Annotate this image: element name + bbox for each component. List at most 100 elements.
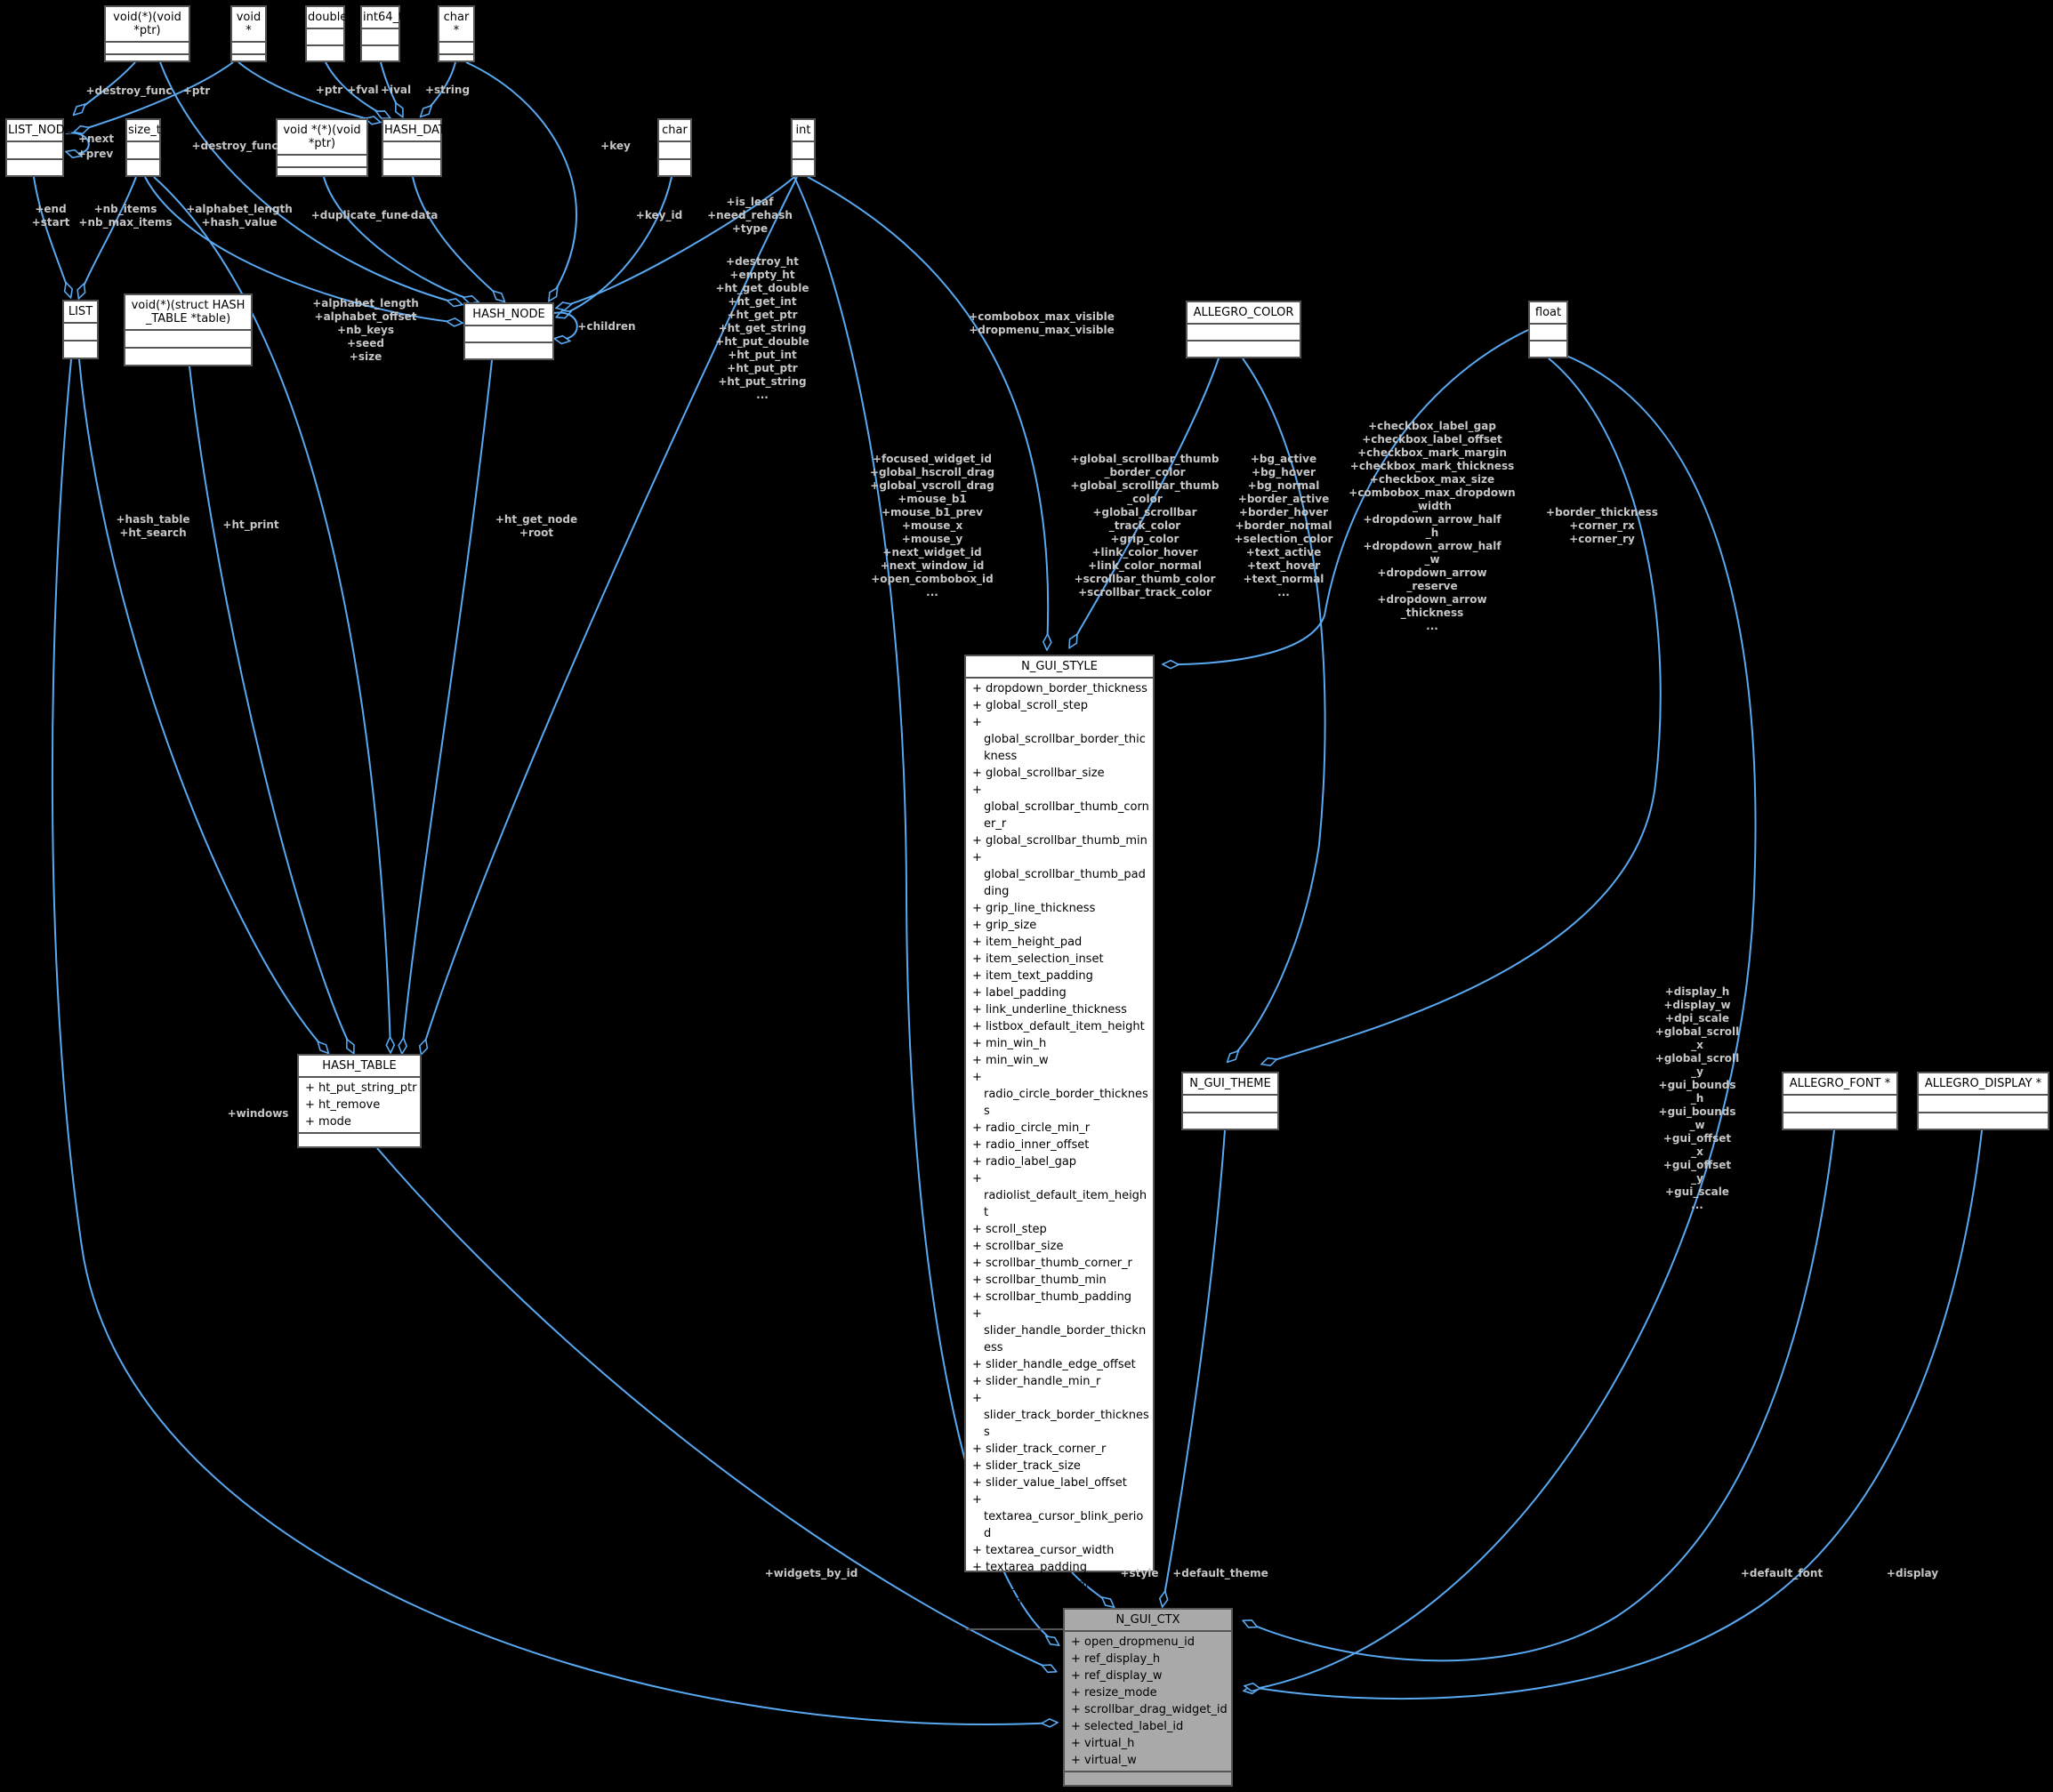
class-box-list-node[interactable]: LIST_NODE [5,118,72,177]
edge-label-display: +display [1886,1567,1939,1579]
class-box-hash-table[interactable]: HASH_TABLE+ ht_put_string_ptr+ ht_remove… [297,1054,422,1148]
empty-compartment [439,43,473,53]
edge-label-end-start: +end +start [31,203,70,229]
class-box-list[interactable]: LIST [62,300,99,359]
edge-label-ptr-2: +ptr [315,84,343,96]
empty-compartment [1783,1096,1896,1112]
class-title-char: char [659,120,690,142]
field-row: + radio_inner_offset [972,1138,1090,1152]
class-box-int64-t[interactable]: int64_t [360,5,403,62]
class-box-void-ptr[interactable]: void * [230,5,267,62]
empty-compartment [362,44,399,61]
empty-compartment [793,157,814,176]
class-title-char-ptr: char * [439,7,473,43]
class-box-allegro-display[interactable]: ALLEGRO_DISPLAY * [1917,1072,2049,1130]
empty-compartment [127,157,159,176]
field-row: + slider_track_border_thickness [972,1392,1149,1439]
empty-compartment [439,53,473,66]
field-row: + title_padding [972,1595,1061,1608]
empty-compartment [362,29,399,44]
class-box-hash-node[interactable]: HASH_NODE [463,302,554,360]
edge-label-fval: +fval [347,84,379,96]
class-box-n-gui-theme[interactable]: N_GUI_THEME [1181,1072,1279,1130]
class-title-double: double [307,7,347,29]
edge-label-duplicate-func: +duplicate_func [310,209,408,221]
class-fields-n-gui-ctx: + open_dropmenu_id+ ref_display_h+ ref_d… [1065,1632,1231,1771]
field-row: + scrollbar_thumb_min [972,1274,1107,1287]
empty-compartment [299,1132,420,1146]
empty-compartment [125,347,251,365]
class-title-hash-node: HASH_NODE [465,304,552,326]
empty-compartment [659,142,690,158]
class-box-allegro-color[interactable]: ALLEGRO_COLOR [1186,301,1301,358]
class-box-allegro-font[interactable]: ALLEGRO_FONT * [1782,1072,1898,1130]
empty-compartment [106,53,189,66]
class-box-size-t[interactable]: size_t [125,118,161,177]
edge-style-ctx: M1205,1768 C1220,1784 1240,1797 1251,180… [1071,1571,1113,1606]
field-row: + slider_track_size [972,1459,1081,1473]
edge-getnode-hashtable: M553,405 C521,700 469,1002 452,1183 [402,359,493,1052]
edge-label-prev: +prev [76,148,114,160]
class-title-hash-table: HASH_TABLE [299,1056,420,1078]
field-row: + global_scrollbar_border_thickness [972,716,1146,763]
field-row: + scrollbar_size [972,1240,1064,1253]
empty-compartment [793,142,814,158]
class-box-char[interactable]: char [657,118,692,177]
empty-compartment [1919,1111,2048,1129]
class-box-fn-ht-print[interactable]: void(*)(struct HASH _TABLE *table) [124,293,253,366]
empty-compartment [1188,340,1300,357]
class-title-list-node: LIST_NODE [7,120,72,142]
edge-label-ptr-1: +ptr [182,84,211,97]
field-row: + min_win_h [972,1037,1047,1050]
edge-label-theme-floats: +border_thickness +corner_rx +corner_ry [1546,506,1658,545]
empty-compartment [278,156,366,166]
class-box-int[interactable]: int [791,118,816,177]
empty-compartment [1183,1111,1277,1129]
class-box-char-ptr[interactable]: char * [438,5,475,62]
class-title-allegro-color: ALLEGRO_COLOR [1188,302,1300,325]
edge-listnode-selfloop: M74,150 C108,145 108,180 76,171 [66,132,90,154]
empty-compartment [278,166,366,179]
edge-ival-hashdata: M428,70 C434,94 444,114 452,130 [380,61,402,116]
field-row: + scrollbar_thumb_corner_r [972,1257,1132,1270]
edge-destroyfunc-hashnode: M180,70 C220,175 340,295 518,342 [159,61,461,304]
empty-compartment [966,1628,1153,1641]
field-row: + label_padding [972,986,1067,1000]
field-row: + title_max_w_reserve [972,1578,1104,1591]
field-row: + slider_handle_border_thickness [972,1307,1147,1354]
edge-label-ht-print: +ht_print [222,518,279,531]
edge-isleaf-hashnode: M893,199 C848,237 702,327 627,346 [558,176,795,308]
edge-label-theme-colors: +bg_active +bg_hover +bg_normal +border_… [1234,453,1333,599]
class-box-fn-duplicate[interactable]: void *(*)(void *ptr) [276,118,368,177]
empty-compartment [64,324,97,340]
field-row: + selected_label_id [1071,1720,1184,1733]
field-row: + radiolist_default_item_height [972,1172,1147,1219]
class-title-fn-destroy: void(*)(void *ptr) [106,7,189,43]
field-row: + ht_put_string_ptr [305,1081,417,1095]
field-row: + scrollbar_drag_widget_id [1071,1703,1228,1716]
edge-label-key: +key [600,140,631,152]
edge-alphabet5-hashtable: M173,199 C335,345 425,705 439,1182 [153,176,390,1051]
class-title-hash-data: HASH_DATA [383,120,453,142]
class-box-float[interactable]: float [1528,301,1568,358]
class-box-double[interactable]: double [305,5,347,62]
edge-combobox-style: M908,199 C1062,282 1192,425 1177,729 [807,176,1048,648]
empty-compartment [64,340,97,358]
field-row: + min_win_w [972,1054,1049,1067]
field-row: + slider_handle_edge_offset [972,1358,1136,1371]
field-row: + textarea_cursor_blink_period [972,1493,1144,1540]
class-box-hash-data[interactable]: HASH_DATA [382,118,453,177]
field-row: + slider_track_corner_r [972,1442,1107,1456]
field-row: + grip_size [972,919,1037,932]
class-box-n-gui-ctx[interactable]: N_GUI_CTX+ open_dropmenu_id+ ref_display… [1063,1608,1233,1787]
class-title-fn-duplicate: void *(*)(void *ptr) [278,120,366,156]
edge-label-widgets-by-id: +widgets_by_id [764,1567,858,1579]
class-box-n-gui-style[interactable]: N_GUI_STYLE+ dropdown_border_thickness+ … [964,655,1155,1630]
edge-label-style-floats: +checkbox_label_gap +checkbox_label_offs… [1349,420,1516,632]
field-row: + scrollbar_thumb_padding [972,1290,1132,1304]
class-box-fn-destroy[interactable]: void(*)(void *ptr) [104,5,190,62]
edge-list-ctx: M80,404 C52,702 48,1102 92,1402 C142,175… [51,358,1056,1724]
edge-label-default-theme: +default_theme [1172,1567,1268,1579]
empty-compartment [1065,1771,1231,1785]
